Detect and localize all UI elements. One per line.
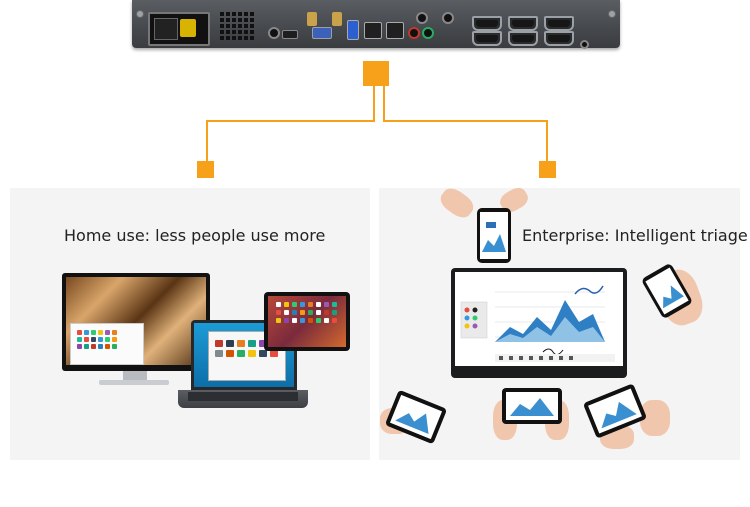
tablet-device: [502, 388, 562, 424]
tablet-device: [384, 389, 448, 445]
smartphone: [640, 262, 694, 320]
connector-line: [383, 86, 385, 121]
antenna-connector-icon: [332, 12, 342, 26]
serial-port-icon: [508, 16, 538, 31]
area-chart-graphic: [460, 285, 615, 362]
industrial-pc-rear-panel: [132, 0, 620, 49]
vga-port-icon: [312, 27, 332, 39]
tablet-device: [264, 292, 350, 351]
lan-port-icon: [364, 22, 382, 39]
interactive-display: [451, 268, 627, 378]
audio-jack-icon: [416, 12, 428, 24]
desktop-monitor: [62, 273, 210, 371]
home-use-caption: Home use: less people use more: [64, 226, 326, 245]
connector-line: [383, 120, 548, 122]
connector-line: [206, 120, 375, 122]
screw-icon: [136, 10, 144, 18]
screw-icon: [608, 10, 616, 18]
connector-line: [206, 120, 208, 162]
connector-line: [546, 120, 548, 162]
laptop-keyboard: [178, 390, 308, 408]
power-switch-icon: [180, 19, 196, 37]
mini-chart-icon: [663, 285, 684, 309]
mini-chart-icon: [510, 398, 554, 416]
antenna-connector-icon: [307, 12, 317, 26]
dc-jack-icon: [268, 27, 280, 39]
serial-port-icon: [544, 31, 574, 46]
monitor-base: [99, 380, 169, 385]
connector-line: [373, 86, 375, 121]
mic-jack-icon: [408, 27, 420, 39]
connector-hub-square-icon: [363, 61, 389, 86]
vent-icon: [220, 12, 254, 40]
app-window: [70, 323, 144, 365]
power-socket-icon: [148, 12, 210, 46]
monitor-wallpaper: [66, 277, 206, 365]
tablet-device: [582, 383, 648, 439]
mini-chart-icon: [482, 222, 506, 252]
enterprise-caption: Enterprise: Intelligent triage: [522, 226, 748, 245]
usb-port-icon: [347, 20, 359, 40]
hdmi-port-icon: [282, 30, 298, 39]
serial-port-icon: [472, 31, 502, 46]
lan-port-icon: [386, 22, 404, 39]
line-out-icon: [422, 27, 434, 39]
smartphone: [477, 208, 511, 263]
mini-chart-icon: [601, 401, 637, 429]
monitor-stand: [123, 371, 147, 381]
audio-jack-icon: [442, 12, 454, 24]
connector-left-square-icon: [197, 161, 214, 178]
connector-right-square-icon: [539, 161, 556, 178]
mini-chart-icon: [395, 413, 429, 434]
serial-port-icon: [472, 16, 502, 31]
serial-port-icon: [508, 31, 538, 46]
ground-screw-icon: [580, 40, 589, 49]
serial-port-icon: [544, 16, 574, 31]
